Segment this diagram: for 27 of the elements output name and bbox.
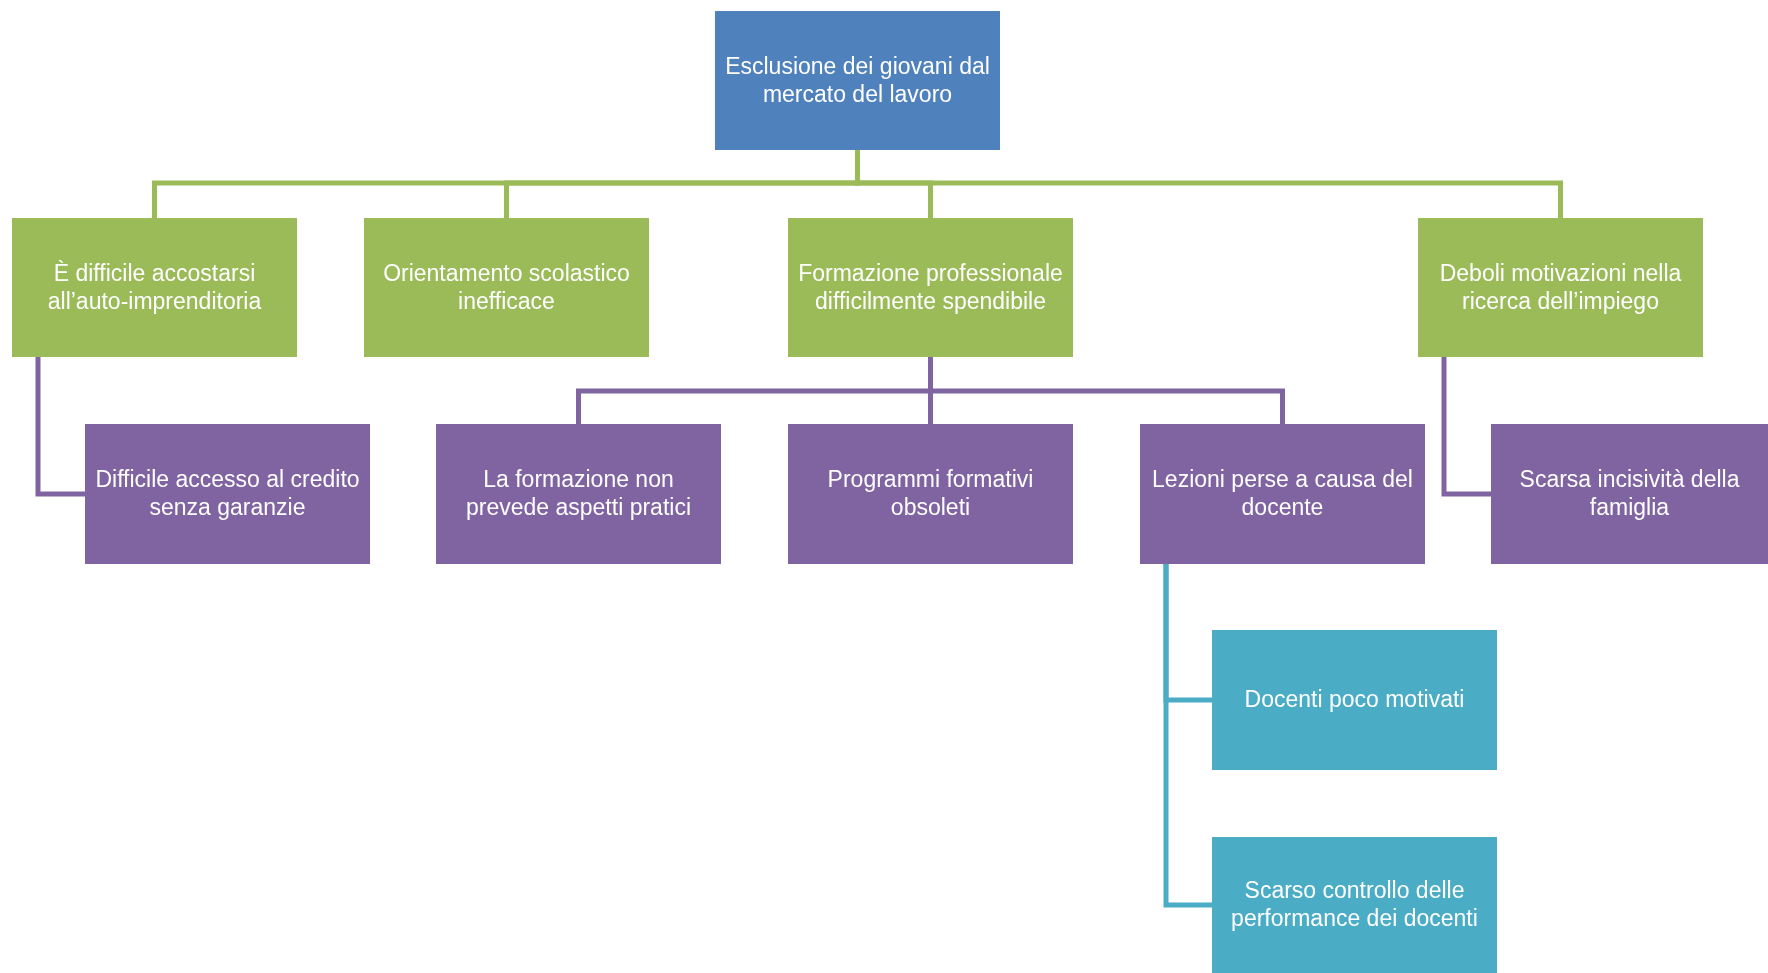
node-text: È difficile accostarsi all’auto-imprenditoria — [46, 259, 263, 316]
node-text: Deboli motivazioni nella ricerca dell’impiego — [1438, 259, 1683, 316]
node-text: Difficile accesso al credito senza garanzie — [94, 466, 361, 522]
detail-box — [1212, 630, 1497, 770]
node-text: Orientamento scolastico inefficace — [382, 259, 631, 316]
node-text: Esclusione dei giovani dal mercato del lavoro — [724, 52, 991, 109]
connector-line — [35, 357, 85, 497]
node-text: Docenti poco motivati — [1244, 686, 1465, 714]
node-text: Lezioni perse a causa del docente — [1151, 466, 1414, 522]
sub-cause-box — [1140, 424, 1425, 564]
node-text: Scarso controllo delle performance dei docenti — [1230, 877, 1479, 933]
detail-box — [1212, 837, 1497, 973]
connector-line — [1441, 357, 1491, 497]
node-text: Scarsa incisività della famiglia — [1518, 466, 1741, 522]
cause-box — [364, 218, 649, 357]
node-text: Programmi formativi obsoleti — [826, 466, 1035, 522]
cause-box — [1418, 218, 1703, 357]
sub-cause-box — [85, 424, 370, 564]
sub-cause-box — [436, 424, 721, 564]
sub-cause-box — [788, 424, 1073, 564]
root-box — [715, 11, 1000, 150]
cause-box — [12, 218, 297, 357]
sub-cause-box — [1491, 424, 1768, 564]
node-text: La formazione non prevede aspetti pratici — [465, 466, 692, 522]
connector-line — [1163, 564, 1212, 908]
node-text: Formazione professionale difficilmente spendibile — [797, 259, 1064, 316]
cause-box — [788, 218, 1073, 357]
